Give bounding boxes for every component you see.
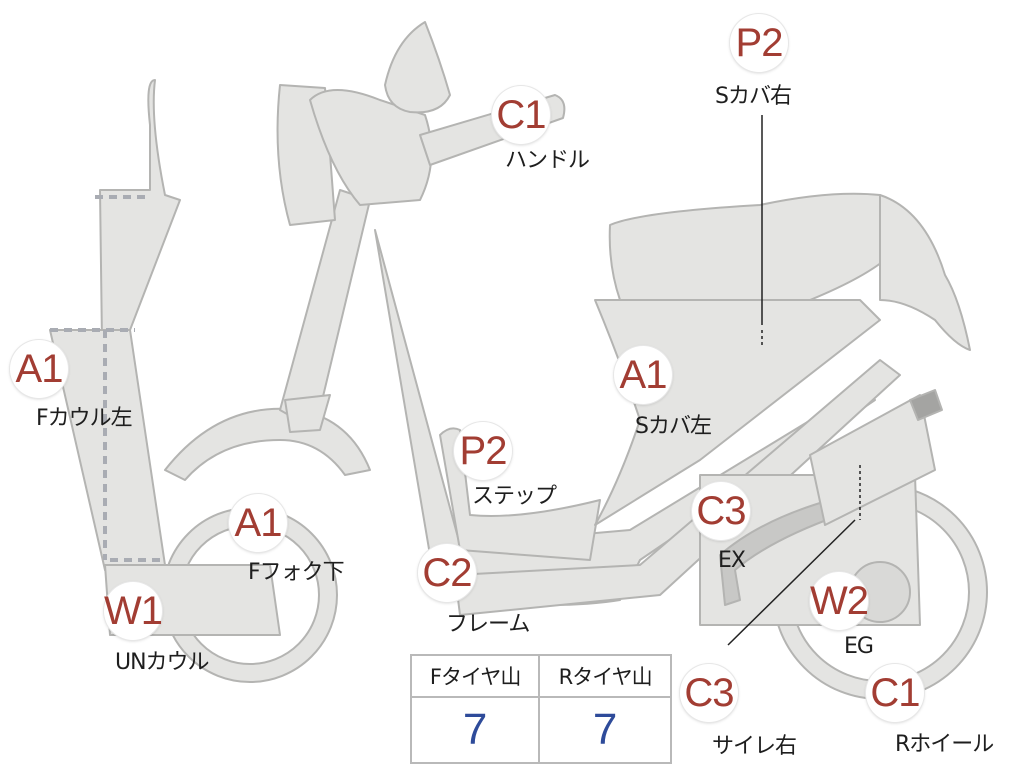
damage-code-badge: C2 bbox=[418, 544, 476, 602]
muffler-right-leader bbox=[727, 519, 856, 646]
front-cowl bbox=[99, 79, 181, 571]
muffler-tip bbox=[909, 389, 943, 421]
part-label: EG bbox=[844, 634, 874, 659]
damage-code-badge: A1 bbox=[614, 346, 672, 404]
tire-tread-table: Fタイヤ山 Rタイヤ山 7 7 bbox=[409, 654, 672, 764]
part-label: ハンドル bbox=[505, 148, 590, 173]
rear-tire-header: Rタイヤ山 bbox=[538, 654, 672, 698]
windscreen bbox=[384, 21, 451, 114]
damage-code-badge: C3 bbox=[680, 664, 738, 722]
damage-code-badge: P2 bbox=[454, 422, 512, 480]
part-label: Sカバ右 bbox=[715, 84, 792, 109]
part-label: Fフォク下 bbox=[248, 560, 345, 585]
handle-body bbox=[309, 89, 433, 206]
part-label: Rホイール bbox=[895, 732, 994, 757]
damage-code-badge: P2 bbox=[730, 14, 788, 72]
part-label: Sカバ左 bbox=[635, 414, 712, 439]
damage-code-badge: A1 bbox=[10, 340, 68, 398]
fork-lower bbox=[284, 394, 331, 433]
damage-code-badge: W2 bbox=[810, 572, 869, 630]
frame-lower-rail bbox=[454, 359, 901, 616]
part-label: Fカウル左 bbox=[36, 406, 133, 431]
front-fork bbox=[279, 189, 371, 431]
seat bbox=[608, 192, 906, 301]
part-label: サイレ右 bbox=[712, 734, 797, 759]
front-tire-header: Fタイヤ山 bbox=[409, 654, 541, 698]
tire-table-value-row: 7 7 bbox=[409, 696, 672, 764]
front-tire-value: 7 bbox=[409, 696, 541, 764]
rear-cowl bbox=[879, 194, 971, 351]
muffler bbox=[809, 394, 936, 526]
part-label: ステップ bbox=[472, 484, 557, 509]
part-label: UNカウル bbox=[115, 650, 210, 675]
tire-table-header-row: Fタイヤ山 Rタイヤ山 bbox=[409, 654, 672, 698]
damage-code-badge: C1 bbox=[866, 664, 924, 722]
damage-code-badge: W1 bbox=[104, 582, 163, 640]
damage-code-badge: A1 bbox=[229, 494, 287, 552]
front-fender bbox=[164, 407, 371, 481]
damage-code-badge: C1 bbox=[492, 86, 550, 144]
part-label: EX bbox=[718, 548, 746, 573]
step-panel bbox=[439, 427, 601, 561]
rear-tire-value: 7 bbox=[538, 696, 672, 764]
damage-code-badge: C3 bbox=[692, 482, 750, 540]
part-label: フレーム bbox=[446, 612, 530, 637]
